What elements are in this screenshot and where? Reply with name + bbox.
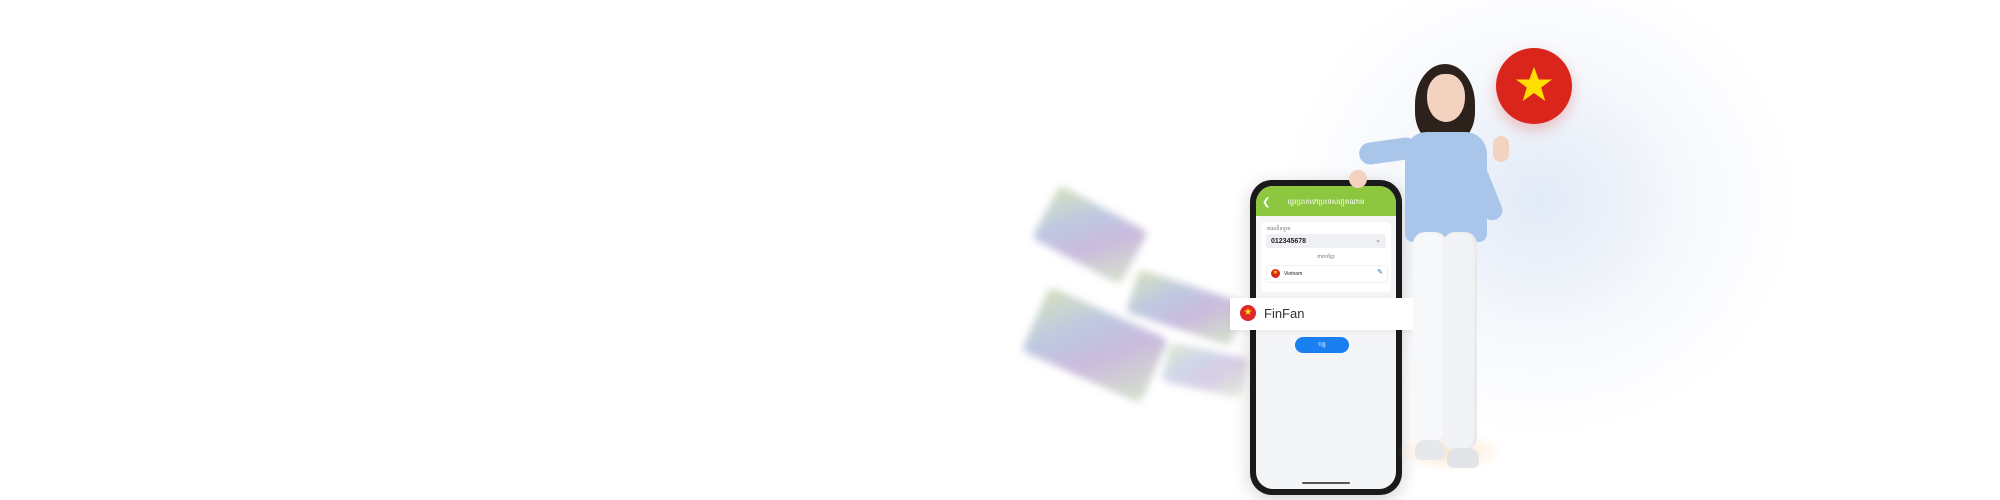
vietnam-flag-icon: ★ bbox=[1271, 269, 1280, 278]
thumbs-up-icon bbox=[1493, 136, 1509, 162]
person-image bbox=[1349, 60, 1555, 500]
continue-button[interactable]: បន្ត bbox=[1295, 337, 1349, 353]
brand-name: FinFan bbox=[1264, 306, 1305, 321]
country-select[interactable]: ★ Vietnam ✎ bbox=[1266, 265, 1388, 283]
country-name: Vietnam bbox=[1284, 271, 1303, 277]
person-face bbox=[1427, 74, 1465, 122]
transfer-form-card: គណនីទទួល 012345678 ⌄ ភាសាខ្មែរ ★ Vietnam… bbox=[1261, 222, 1391, 292]
person-leg-right bbox=[1443, 232, 1477, 450]
star-icon bbox=[1516, 67, 1552, 101]
account-field-label: គណនីទទួល bbox=[1267, 226, 1291, 232]
home-indicator bbox=[1302, 482, 1350, 484]
money-bill-image bbox=[1031, 185, 1149, 285]
chevron-left-icon[interactable]: ❮ bbox=[1262, 197, 1271, 208]
app-title: ផ្ទេរប្រាក់ទៅប្រទេសវៀតណាម bbox=[1287, 199, 1365, 206]
finfan-logo-icon: ★ bbox=[1240, 305, 1256, 321]
money-bill-image bbox=[1161, 342, 1249, 398]
person-shoe-right bbox=[1447, 448, 1479, 468]
brand-bar: ★ FinFan bbox=[1230, 298, 1430, 330]
person-shoe-left bbox=[1415, 440, 1445, 460]
phone-mockup: ❮ ផ្ទេរប្រាក់ទៅប្រទេសវៀតណាម គណនីទទួល 012… bbox=[1250, 180, 1402, 495]
person-hand-left bbox=[1349, 170, 1367, 188]
app-header: ❮ ផ្ទេរប្រាក់ទៅប្រទេសវៀតណាម bbox=[1256, 186, 1396, 216]
edit-icon[interactable]: ✎ bbox=[1377, 269, 1383, 276]
account-value: 012345678 bbox=[1271, 238, 1307, 245]
person-leg-left bbox=[1413, 232, 1447, 442]
account-select[interactable]: 012345678 ⌄ bbox=[1266, 234, 1386, 248]
section-label: ភាសាខ្មែរ bbox=[1317, 254, 1335, 260]
chevron-down-icon: ⌄ bbox=[1375, 237, 1381, 244]
vietnam-flag-badge bbox=[1496, 48, 1572, 124]
phone-screen: ❮ ផ្ទេរប្រាក់ទៅប្រទេសវៀតណាម គណនីទទួល 012… bbox=[1256, 186, 1396, 489]
